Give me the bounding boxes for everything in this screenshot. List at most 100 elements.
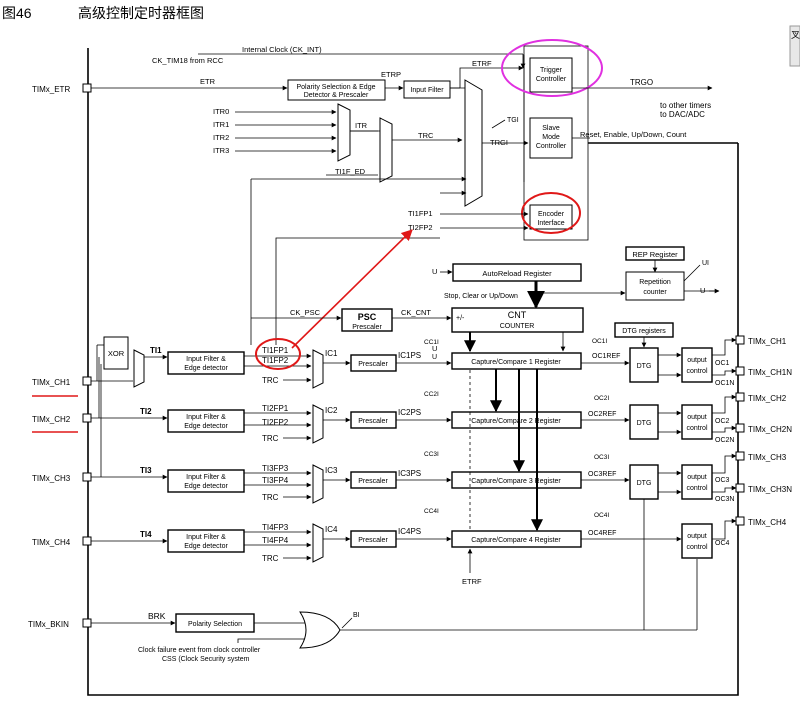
itr1-label: ITR1 [213,120,229,129]
pin-ch3[interactable] [82,472,92,482]
encoder-interface-line1: Encoder [538,211,565,218]
cnt-block [451,307,584,333]
trc-ch3: TRC [262,493,279,502]
trigger-controller-block [529,57,573,93]
out-pin-ch1n-label: TIMx_CH1N [748,368,792,377]
pin-ch2[interactable] [82,413,92,423]
ife3-line1: Input Filter & [186,474,226,481]
output-control-4 [681,523,713,559]
oc3i-label: OC3I [594,454,609,461]
oc2n-label: OC2N [715,437,734,444]
ti4fp3-ch4: TI4FP3 [262,523,289,532]
out-pin-ch3n[interactable] [735,483,745,493]
itr-label: ITR [355,121,368,130]
ti1fp1-ch1: TI1FP1 [262,346,289,355]
input-filter-edge-3 [167,469,245,493]
pin-etr[interactable] [82,83,92,93]
trc-ch4: TRC [262,554,279,563]
to-timers-label: to other timers [660,101,711,110]
figure-number: 图46 [2,5,32,21]
ti1fp1-encoder-label: TI1FP1 [408,209,433,218]
trigger-controller-line1: Trigger [540,67,563,74]
pin-ch4[interactable] [82,536,92,546]
out-pin-ch1n[interactable] [735,366,745,376]
ti4fp4-ch4: TI4FP4 [262,536,289,545]
ic1-label: IC1 [325,349,338,358]
cnt-sign: +/- [456,315,465,322]
trgi-mux [464,79,483,207]
etr-label: ETR [200,77,216,86]
output-control-2 [681,404,713,440]
cc1-label: Capture/Compare 1 Register [471,359,561,366]
to-dac-label: to DAC/ADC [660,110,705,119]
tgi-label: TGI [507,117,519,124]
ic4-label: IC4 [325,525,338,534]
out-pin-ch3[interactable] [735,451,745,461]
pin-bkin[interactable] [82,618,92,628]
ic1ps-label: IC1PS [398,351,421,360]
clock-failure-label: Clock failure event from clock controlle… [138,647,261,654]
ic1-mux [312,349,324,389]
ife1-line1: Input Filter & [186,356,226,363]
u-autoreload: U [432,267,437,276]
slave-mode-line3: Controller [536,143,567,150]
oc-4-line2: control [686,544,707,551]
pin-ch3-label: TIMx_CH3 [32,474,71,483]
out-pin-ch1[interactable] [735,335,745,345]
input-filter-edge-4 [167,529,245,553]
out-pin-ch4[interactable] [735,516,745,526]
trgo-label: TRGO [630,78,653,87]
oc4i-label: OC4I [594,512,609,519]
ti4-label: TI4 [140,530,152,539]
cc4i-label: CC4I [424,508,439,515]
polarity-edge-line1: Polarity Selection & Edge [297,84,376,91]
ti3fp4-ch3: TI3FP4 [262,476,289,485]
cc1-register [451,352,582,370]
ck-psc-label: CK_PSC [290,308,321,317]
ti2fp2-ch2: TI2FP2 [262,418,289,427]
ife2-line2: Edge detector [184,423,228,430]
reset-enable-label: Reset, Enable, Up/Down, Count [580,130,687,139]
oc4ref-label: OC4REF [588,530,616,537]
channel-4: Input Filter & Edge detector TI4FP3 TI4F… [167,508,737,563]
out-pin-ch2[interactable] [735,392,745,402]
out-pin-ch3n-label: TIMx_CH3N [748,485,792,494]
or-gate [299,611,341,649]
oc-1-line2: control [686,368,707,375]
u-repetition: U [700,286,705,295]
prescaler-1-label: Prescaler [358,361,388,368]
ti2-label: TI2 [140,407,152,416]
trc-label-top: TRC [418,131,434,140]
itr2-label: ITR2 [213,133,229,142]
slave-mode-line1: Slave [542,125,560,132]
figure-title: 高级控制定时器框图 [78,5,204,21]
trgi-label: TRGI [490,138,508,147]
ti1fp2-ch1: TI1FP2 [262,356,289,365]
autoreload-block [452,263,582,282]
ic3-label: IC3 [325,466,338,475]
ti3fp3-ch3: TI3FP3 [262,464,289,473]
psc-label: PSC [358,312,377,322]
u-ch1: U [432,354,437,361]
input-filter-block [403,80,451,99]
cc2i-label: CC2I [424,391,439,398]
ife4-line1: Input Filter & [186,534,226,541]
out-pin-ch2n[interactable] [735,423,745,433]
cnt-label: CNT [508,310,527,320]
cc2-label: Capture/Compare 2 Register [471,418,561,425]
oc1n-label: OC1N [715,380,734,387]
channel-2: Input Filter & Edge detector TI2FP1 TI2F… [167,391,737,444]
repetition-counter-block [625,271,685,301]
side-tab[interactable]: 叉 [789,25,800,67]
dtg-3-label: DTG [637,480,652,487]
oc4-label: OC4 [715,540,730,547]
ui-label: UI [702,260,709,267]
itr-mux [337,103,351,162]
etrf-label: ETRF [472,59,492,68]
ic3ps-label: IC3PS [398,469,421,478]
pin-ch2-label: TIMx_CH2 [32,415,71,424]
oc-1-line1: output [687,357,707,364]
pin-ch1[interactable] [82,376,92,386]
oc3-label: OC3 [715,477,730,484]
repetition-counter-line1: Repetition [639,279,671,286]
